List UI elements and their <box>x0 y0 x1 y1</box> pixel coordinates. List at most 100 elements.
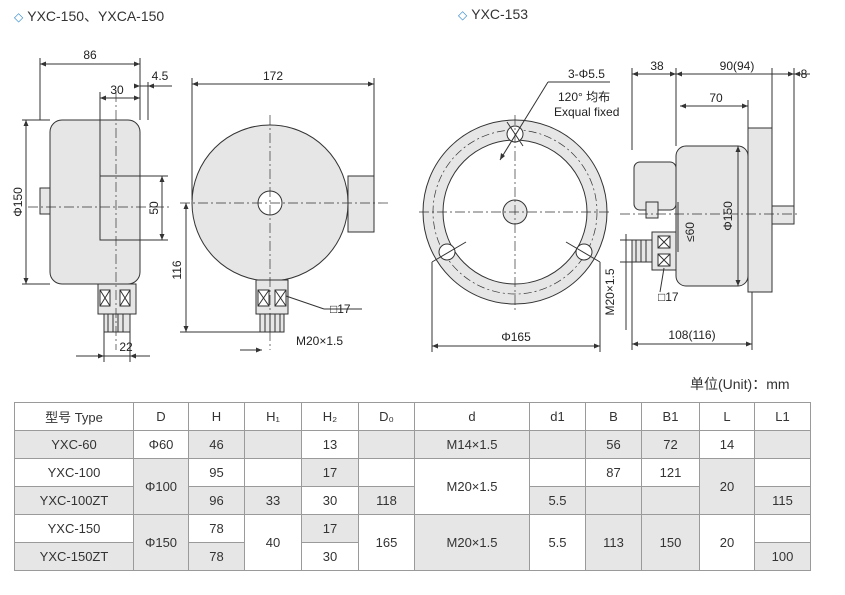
cell-type: YXC-100 <box>14 458 134 487</box>
technical-drawing: 86 30 4.5 172 Φ150 50 116 22 □17 M20×1.5… <box>11 48 810 362</box>
square-17-label-right: □17 <box>658 290 679 304</box>
drawing-title-left: ◇YXC-150、YXCA-150 <box>14 6 164 26</box>
dim-phi150-right: Φ150 <box>721 201 735 231</box>
cell-H: 46 <box>188 430 245 459</box>
col-B1: B1 <box>641 402 700 431</box>
drawing-title-right-text: YXC-153 <box>471 6 529 22</box>
cell-L1 <box>754 430 811 459</box>
square-17-label: □17 <box>330 302 351 316</box>
cell-type: YXC-100ZT <box>14 486 134 515</box>
cell-type: YXC-60 <box>14 430 134 459</box>
cell-H2: 30 <box>301 542 359 571</box>
col-L1: L1 <box>754 402 811 431</box>
cell-d1: 5.5 <box>529 486 586 515</box>
dim-172: 172 <box>263 69 283 83</box>
cell-D: Φ60 <box>133 430 189 459</box>
cell-H1: 40 <box>244 514 302 571</box>
dim-86: 86 <box>83 48 97 62</box>
cell-D0: 118 <box>358 486 415 515</box>
col-L: L <box>699 402 755 431</box>
cell-H: 78 <box>188 542 245 571</box>
col-B: B <box>585 402 642 431</box>
cell-L1: 115 <box>754 486 811 515</box>
cell-L: 20 <box>699 458 755 515</box>
col-type: 型号 Type <box>14 402 134 431</box>
dim-phi150-left: Φ150 <box>11 187 25 217</box>
cell-H1 <box>244 458 302 487</box>
holes-label: 3-Φ5.5 <box>568 67 605 81</box>
cell-d: M14×1.5 <box>414 430 530 459</box>
dim-108: 108(116) <box>668 328 715 342</box>
dim-4-5: 4.5 <box>152 69 169 83</box>
cell-D0 <box>358 458 415 487</box>
unit-label: 单位(Unit)：mm <box>690 376 790 392</box>
angle-label: 120° 均布 <box>558 90 610 104</box>
cell-H2: 17 <box>301 458 359 487</box>
cell-H1: 33 <box>244 486 302 515</box>
diamond-icon: ◇ <box>14 10 24 24</box>
cell-B: 113 <box>585 514 642 571</box>
cell-L1 <box>754 458 811 487</box>
dim-70: 70 <box>709 91 723 105</box>
cell-H2: 13 <box>301 430 359 459</box>
table-row: YXC-100 Φ100 95 17 M20×1.5 87 121 20 <box>14 458 811 515</box>
col-H2: H₂ <box>301 402 359 431</box>
dim-90: 90(94) <box>720 59 755 73</box>
table-header-row: 型号 Type D H H₁ H₂ D₀ d d1 B B1 L L1 <box>14 402 811 431</box>
cell-L: 20 <box>699 514 755 571</box>
cell-B1 <box>641 486 700 515</box>
dim-116: 116 <box>170 260 184 279</box>
cell-D: Φ100 <box>133 458 189 515</box>
dim-38: 38 <box>650 59 664 73</box>
cell-d: M20×1.5 <box>414 458 530 515</box>
cell-d1 <box>529 430 586 459</box>
diamond-icon: ◇ <box>458 8 468 22</box>
col-d1: d1 <box>529 402 586 431</box>
table-row: YXC-150 Φ150 78 40 17 165 M20×1.5 5.5 11… <box>14 514 811 571</box>
cell-type: YXC-150 <box>14 514 134 543</box>
col-H: H <box>188 402 245 431</box>
dim-le60: ≤60 <box>683 222 697 242</box>
cell-d1: 5.5 <box>529 514 586 571</box>
cell-B1: 150 <box>641 514 700 571</box>
drawing-title-left-text: YXC-150、YXCA-150 <box>27 8 165 24</box>
col-H1: H₁ <box>244 402 302 431</box>
cell-H: 78 <box>188 514 245 543</box>
cell-L1: 100 <box>754 542 811 571</box>
dim-30: 30 <box>110 83 124 97</box>
cell-B: 56 <box>585 430 642 459</box>
cell-B: 87 <box>585 458 642 487</box>
col-D: D <box>133 402 189 431</box>
drawing-title-right: ◇YXC-153 <box>458 6 528 22</box>
table-row: YXC-100ZT 96 33 30 118 5.5 115 <box>14 486 811 515</box>
cell-d1 <box>529 458 586 487</box>
cell-type: YXC-150ZT <box>14 542 134 571</box>
cell-H: 95 <box>188 458 245 487</box>
cell-B1: 72 <box>641 430 700 459</box>
cell-D: Φ150 <box>133 514 189 571</box>
flange-front-view <box>419 81 611 352</box>
cell-H: 96 <box>188 486 245 515</box>
cell-d: M20×1.5 <box>414 514 530 571</box>
equal-fixed-label: Exqual fixed <box>554 105 619 119</box>
cell-L: 14 <box>699 430 755 459</box>
cell-B <box>585 486 642 515</box>
cell-H2: 30 <box>301 486 359 515</box>
dim-8: 8 <box>801 67 808 81</box>
spec-table: 型号 Type D H H₁ H₂ D₀ d d1 B B1 L L1 YXC-… <box>14 402 811 571</box>
thread-m20-label: M20×1.5 <box>296 334 343 348</box>
col-D0: D₀ <box>358 402 415 431</box>
table-row: YXC-150ZT 78 30 100 <box>14 542 811 571</box>
cell-H2: 17 <box>301 514 359 543</box>
table-row: YXC-60 Φ60 46 13 M14×1.5 56 72 14 <box>14 430 811 459</box>
front-view <box>180 78 390 351</box>
cell-H1 <box>244 430 302 459</box>
cell-D0: 165 <box>358 514 415 571</box>
dim-22: 22 <box>119 340 133 354</box>
cell-D0 <box>358 430 415 459</box>
side-view <box>22 58 172 362</box>
col-d: d <box>414 402 530 431</box>
cell-B1: 121 <box>641 458 700 487</box>
dim-phi165: Φ165 <box>501 330 531 344</box>
flange-side-view <box>620 68 810 350</box>
